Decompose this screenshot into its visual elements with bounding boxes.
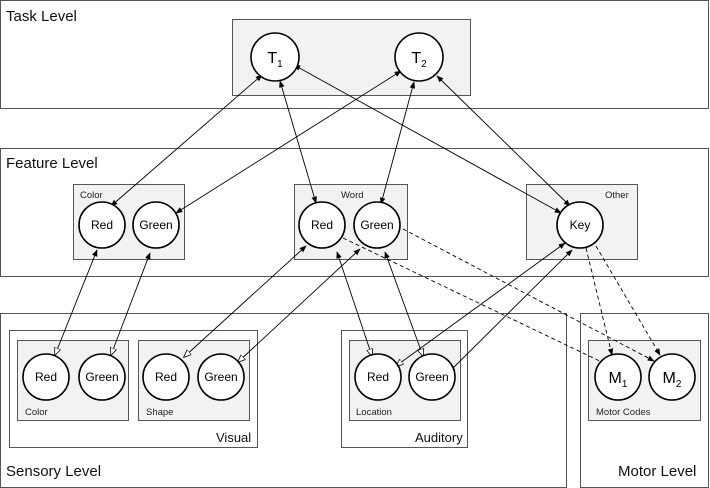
svg-text:T1: T1 (267, 50, 283, 70)
node-m1-label: M (609, 370, 622, 387)
auditory-panel-label: Auditory (415, 430, 463, 445)
node-shape-green-label: Green (204, 370, 237, 384)
node-key-label: Key (570, 218, 591, 232)
edge-key-m2 (595, 245, 661, 356)
node-word-red (298, 201, 346, 249)
motor-level-label: Motor Level (618, 463, 696, 480)
node-t2-subscript: 2 (421, 59, 427, 70)
node-m1-subscript: 1 (622, 379, 628, 390)
svg-text:M1: M1 (609, 370, 628, 390)
node-location-green (408, 353, 456, 401)
svg-text:M2: M2 (663, 370, 682, 390)
edge-key-loc-green (448, 249, 573, 373)
task-level-label: Task Level (6, 8, 77, 25)
node-color-green-label: Green (139, 218, 172, 232)
node-t1-subscript: 1 (277, 59, 283, 70)
node-location-red-label: Red (367, 370, 389, 384)
feature-level-label: Feature Level (6, 155, 98, 172)
word-feature-group-label: Word (341, 190, 364, 201)
edge-color-green-sens-green (111, 253, 151, 355)
node-sensory-color-red (22, 353, 70, 401)
node-location-red (354, 353, 402, 401)
node-shape-red-label: Red (155, 370, 177, 384)
node-sensory-color-red-label: Red (35, 370, 57, 384)
svg-text:T2: T2 (411, 50, 427, 70)
node-sensory-color-green-label: Green (85, 370, 118, 384)
node-word-red-label: Red (311, 218, 333, 232)
node-t2: T2 (394, 32, 444, 82)
node-color-red (78, 201, 126, 249)
location-group-label: Location (356, 407, 392, 418)
color-feature-group-label: Color (80, 190, 103, 201)
node-t1: T1 (250, 32, 300, 82)
visual-panel-label: Visual (216, 430, 251, 445)
edge-word-green-m2 (402, 228, 655, 362)
shape-group-label: Shape (146, 407, 173, 418)
other-feature-group-label: Other (605, 190, 629, 201)
edge-word-red-loc-red (337, 252, 372, 356)
node-shape-green (197, 353, 245, 401)
node-m2-subscript: 2 (676, 379, 682, 390)
node-location-green-label: Green (415, 370, 448, 384)
sensory-color-group-label: Color (25, 407, 48, 418)
edge-t2-key (436, 75, 571, 207)
node-sensory-color-green (78, 353, 126, 401)
edge-color-red-sens-red (55, 250, 98, 355)
node-shape-red (142, 353, 190, 401)
edges (55, 64, 573, 373)
node-m2: M2 (648, 353, 696, 401)
dashed-edges (342, 228, 661, 366)
node-color-red-label: Red (91, 218, 113, 232)
node-t1-label: T (267, 50, 277, 67)
edge-key-m1 (585, 247, 614, 356)
node-word-green (353, 201, 401, 249)
node-key (556, 201, 604, 249)
motor-codes-group-label: Motor Codes (596, 407, 651, 418)
node-color-green (132, 201, 180, 249)
node-word-green-label: Green (360, 218, 393, 232)
node-m2-label: M (663, 370, 676, 387)
node-m1: M1 (594, 353, 642, 401)
node-t2-label: T (411, 50, 421, 67)
sensory-level-label: Sensory Level (6, 463, 101, 480)
